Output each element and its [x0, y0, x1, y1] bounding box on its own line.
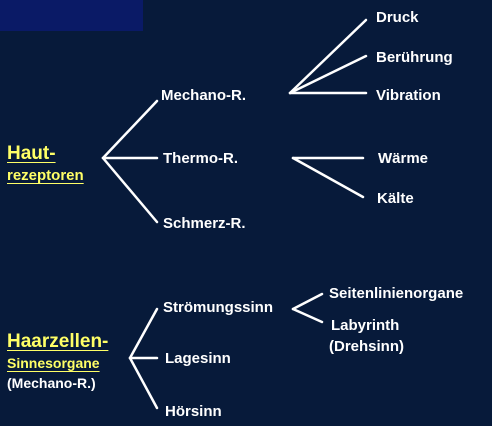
- output-druck: Druck: [376, 9, 419, 26]
- output-kaelte: Kälte: [377, 190, 414, 207]
- haarzellen-title-line2: Sinnesorgane: [7, 355, 100, 371]
- sense-stroemung: Strömungssinn: [163, 299, 274, 316]
- output-waerme: Wärme: [378, 150, 429, 167]
- sense-hoer: Hörsinn: [165, 403, 222, 420]
- output-labyrinth: Labyrinth: [331, 317, 400, 334]
- haarzellen-title-line3: (Mechano-R.): [7, 375, 96, 391]
- line-haut-schmerz: [101, 156, 159, 224]
- line-stroemung-labyrinth: [291, 307, 324, 324]
- receptor-schmerz: Schmerz-R.: [163, 215, 246, 232]
- line-haarzellen-stroemung: [128, 307, 159, 360]
- haut-title-line2: rezeptoren: [7, 167, 84, 184]
- line-thermo-kaelte: [291, 156, 365, 199]
- line-mechano-druck: [288, 18, 368, 95]
- line-haarzellen-hoer: [128, 356, 159, 410]
- line-stroemung-seitenlinie: [291, 292, 324, 311]
- receptor-mechano: Mechano-R.: [161, 87, 247, 104]
- sense-lage: Lagesinn: [165, 350, 231, 367]
- line-mechano-beruehrung: [288, 54, 368, 95]
- corner-block: [0, 0, 143, 31]
- output-seitenlinienorgane: Seitenlinienorgane: [329, 285, 464, 302]
- receptor-thermo: Thermo-R.: [163, 150, 238, 167]
- output-drehsinn: (Drehsinn): [329, 338, 404, 355]
- output-vibration: Vibration: [376, 87, 441, 104]
- line-haut-mechano: [101, 99, 159, 160]
- output-beruehrung: Berührung: [376, 49, 453, 66]
- haarzellen-title-line1: Haarzellen-: [7, 331, 109, 352]
- haut-title-line1: Haut-: [7, 143, 56, 164]
